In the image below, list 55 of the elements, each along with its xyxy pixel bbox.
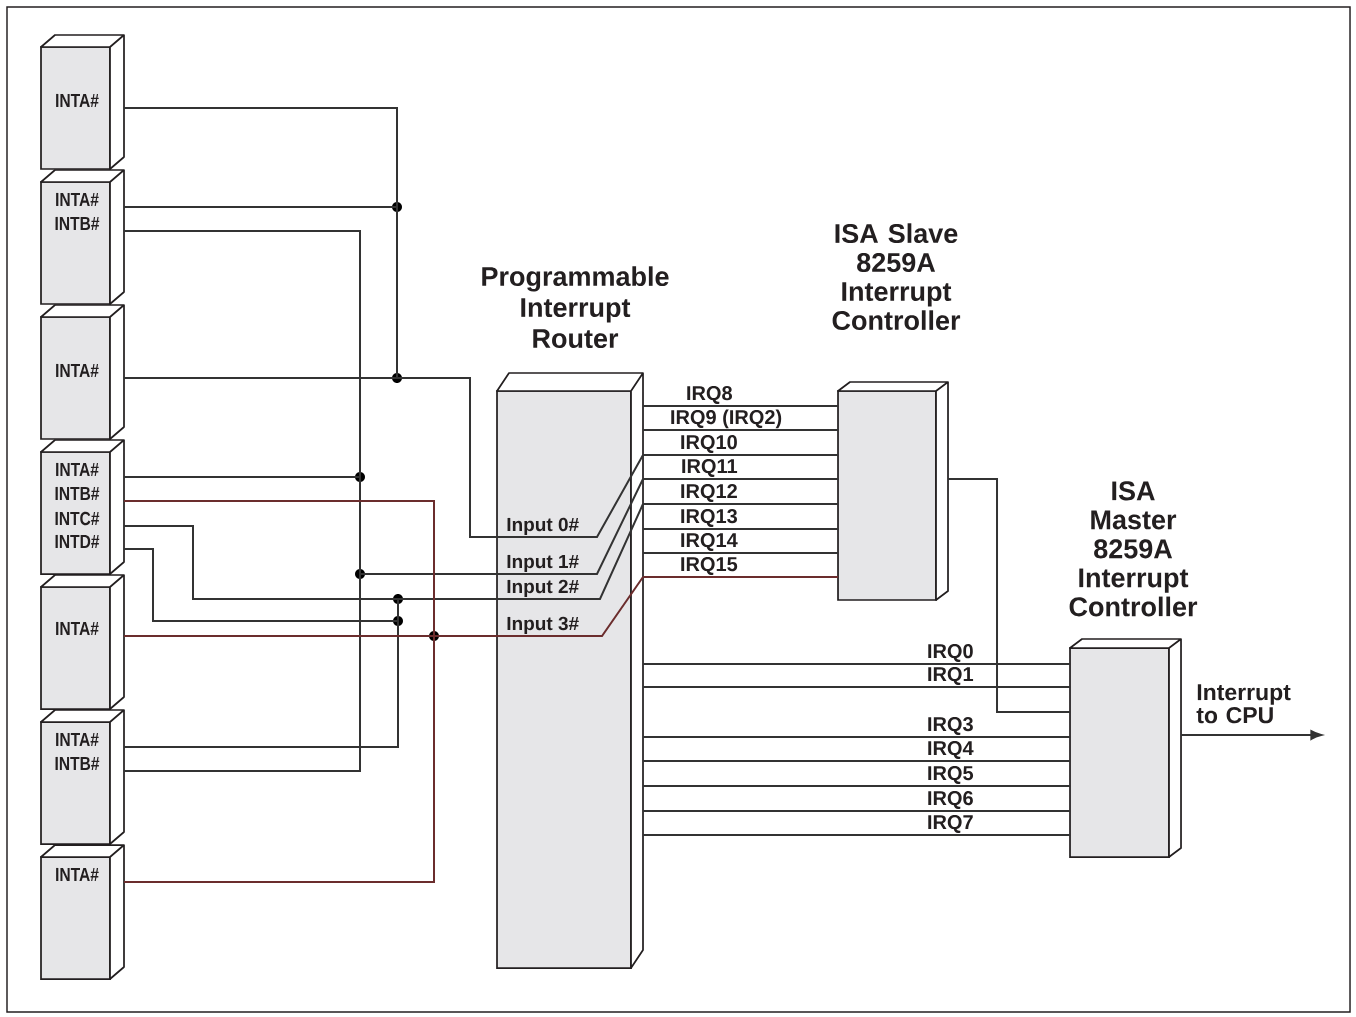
box-heading: Programmable Interrupt Router [482,266,669,349]
irq-line [642,834,1071,836]
box-heading: ISA Slave 8259A Interrupt Controller [832,223,961,331]
cascade-line [947,478,1071,713]
irq-label: IRQ14 [679,532,739,552]
irq-label: IRQ10 [679,434,739,454]
irq-line [642,503,839,505]
irq-label: IRQ6 [926,790,975,810]
signal-line [123,230,361,478]
box-heading: ISA Master 8259A Interrupt Controller [1069,481,1198,617]
signal-line [397,598,498,600]
signal-line [123,377,398,379]
irq-label: IRQ15 [679,556,739,576]
signal-line [123,500,435,637]
irq-line [642,785,1071,787]
irq-line [642,405,839,407]
irq-label: IRQ13 [679,508,739,528]
signal-line [359,476,361,575]
irq-label: IRQ8 [685,385,734,405]
irq-label: IRQ5 [926,765,975,785]
irq-label: IRQ9 (IRQ2) [669,408,783,429]
irq-line [642,663,1071,665]
irq-label: IRQ1 [926,666,975,686]
signal-line [123,476,361,478]
signal-line [396,206,398,379]
arrow [1180,730,1322,740]
signal-line [123,620,399,748]
signal-line [123,206,398,208]
irq-line [642,760,1071,762]
signal-line [123,107,398,208]
signal-line [123,573,361,772]
irq-line [642,686,1071,688]
signal-line [397,598,399,622]
signal-line [359,573,498,575]
irq-line [642,810,1071,812]
signal-line [433,635,498,637]
irq-line [642,552,839,554]
irq-label: IRQ0 [926,643,975,663]
irq-line [642,478,839,480]
irq-label: IRQ4 [926,740,975,760]
irq-line [642,576,839,578]
irq-line [642,736,1071,738]
signal-line [396,377,498,538]
irq-line [642,528,839,530]
signal-line [123,548,399,622]
irq-label: IRQ12 [679,483,739,503]
signal-line [123,525,399,600]
edge-label: Interrupt to CPU [1196,684,1291,724]
irq-label: IRQ7 [926,814,975,834]
signal-line [123,635,435,883]
signal-line [123,635,435,637]
irq-label: IRQ11 [680,458,739,478]
irq-label: IRQ3 [926,716,975,736]
irq-line [642,454,839,456]
irq-line [642,429,839,431]
